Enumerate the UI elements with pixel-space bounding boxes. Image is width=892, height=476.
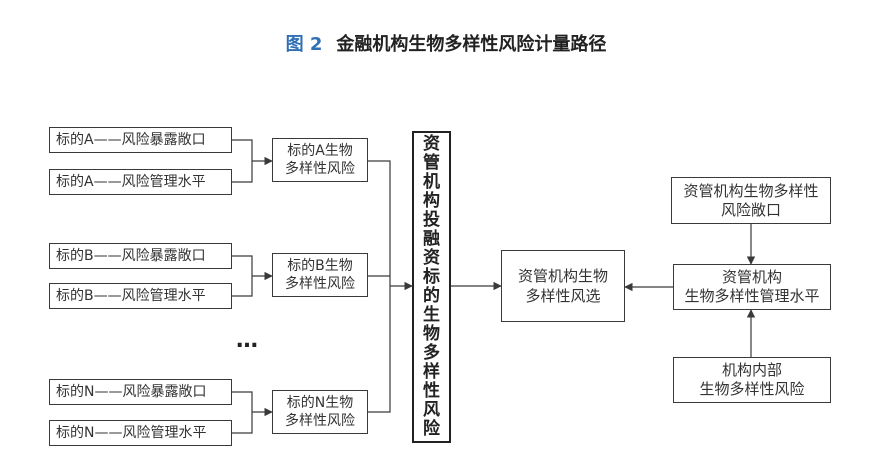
institution-exposure-box: 资管机构生物多样性 风险敞口	[671, 177, 831, 224]
aggregate-risk-char: 生	[423, 305, 440, 325]
bracket-a	[232, 139, 253, 183]
figure-label: 图 2	[285, 34, 323, 55]
figure-title-text: 金融机构生物多样性风险计量路径	[336, 34, 607, 55]
target-n-exposure-box: 标的N——风险暴露敞口	[49, 379, 232, 405]
aggregate-risk-char: 性	[423, 381, 440, 401]
aggregate-risk-char: 标	[423, 267, 440, 287]
target-b-management-box: 标的B——风险管理水平	[49, 283, 232, 309]
aggregate-risk-char: 多	[423, 343, 440, 363]
aggregate-risk-char: 资	[423, 134, 440, 154]
target-a-exposure-box: 标的A——风险暴露敞口	[49, 127, 232, 153]
figure-title: 图 2 金融机构生物多样性风险计量路径	[0, 30, 892, 56]
internal-risk-box: 机构内部 生物多样性风险	[673, 357, 831, 403]
aggregate-risk-char: 的	[423, 286, 440, 306]
target-n-risk-box: 标的N生物 多样性风险	[272, 390, 368, 434]
aggregate-risk-char: 资	[423, 248, 440, 268]
aggregate-risk-char: 投	[423, 210, 440, 230]
aggregate-risk-char: 险	[423, 419, 440, 439]
bracket-n	[232, 391, 253, 434]
ellipsis-more-targets: …	[236, 328, 260, 353]
final-risk-box: 资管机构生物 多样性风选	[501, 250, 625, 322]
aggregate-risk-char: 管	[423, 153, 440, 173]
institution-management-box: 资管机构 生物多样性管理水平	[673, 264, 831, 310]
target-a-management-box: 标的A——风险管理水平	[49, 169, 232, 195]
merge-bracket	[368, 160, 391, 413]
aggregate-risk-char: 构	[423, 191, 440, 211]
target-n-management-box: 标的N——风险管理水平	[49, 420, 232, 446]
target-b-exposure-box: 标的B——风险暴露敞口	[49, 243, 232, 269]
bracket-b	[232, 255, 253, 297]
aggregate-risk-box: 资管机构投融资标的生物多样性风险	[412, 131, 451, 443]
aggregate-risk-char: 融	[423, 229, 440, 249]
aggregate-risk-char: 物	[423, 324, 440, 344]
target-a-risk-box: 标的A生物 多样性风险	[272, 138, 368, 182]
aggregate-risk-char: 风	[423, 400, 440, 420]
aggregate-risk-char: 样	[423, 362, 440, 382]
target-b-risk-box: 标的B生物 多样性风险	[272, 253, 368, 297]
aggregate-risk-char: 机	[423, 172, 440, 192]
